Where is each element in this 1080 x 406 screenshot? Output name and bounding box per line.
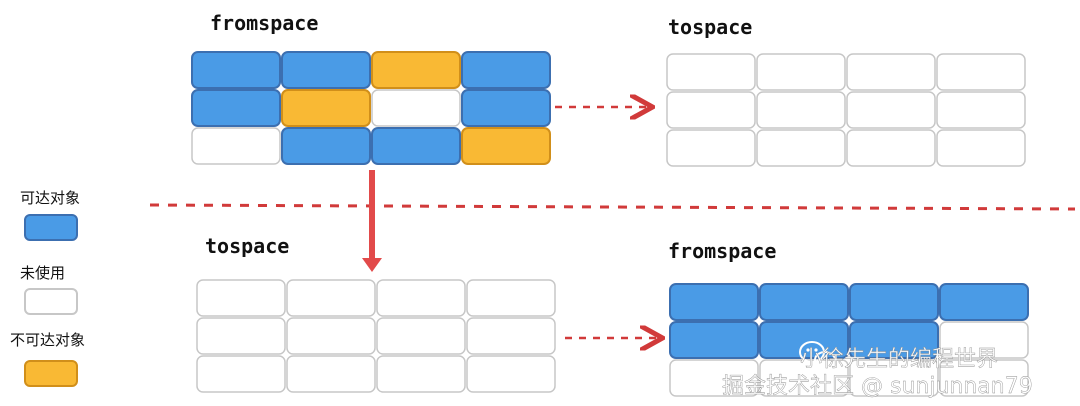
title-top-right: tospace xyxy=(668,15,752,39)
grid-tospace-before xyxy=(666,53,1026,167)
legend-label-reachable: 可达对象 xyxy=(20,189,80,207)
title-bottom-left: tospace xyxy=(205,234,289,258)
memory-cell-reachable xyxy=(191,51,281,89)
watermark: 小徐先生的编程世界 掘金技术社区 @ sunjunnan79 xyxy=(722,341,1033,399)
memory-cell-reachable xyxy=(849,321,939,359)
memory-cell-reachable xyxy=(281,127,371,165)
memory-cell-reachable xyxy=(759,283,849,321)
memory-cell-unused xyxy=(846,53,936,91)
memory-cell-unused xyxy=(666,129,756,167)
memory-cell-unused xyxy=(666,91,756,129)
memory-cell-unused xyxy=(669,359,759,397)
memory-cell-unused xyxy=(846,91,936,129)
memory-cell-unused xyxy=(939,321,1029,359)
memory-cell-unreachable xyxy=(461,127,551,165)
memory-cell-unused xyxy=(756,53,846,91)
memory-cell-unused xyxy=(939,359,1029,397)
grid-tospace-after xyxy=(196,279,556,393)
memory-cell-reachable xyxy=(371,127,461,165)
memory-cell-unused xyxy=(376,355,466,393)
memory-cell-reachable xyxy=(669,321,759,359)
wechat-icon xyxy=(799,341,836,369)
memory-cell-unused xyxy=(936,129,1026,167)
watermark-line1: 小徐先生的编程世界 xyxy=(800,347,998,372)
memory-cell-unreachable xyxy=(281,89,371,127)
memory-cell-unused xyxy=(936,53,1026,91)
title-top-left: fromspace xyxy=(210,11,318,35)
memory-cell-unused xyxy=(756,129,846,167)
memory-cell-unused xyxy=(196,279,286,317)
title-bottom-right: fromspace xyxy=(668,239,776,263)
memory-cell-reachable xyxy=(669,283,759,321)
watermark-line2: 掘金技术社区 @ sunjunnan79 xyxy=(722,374,1033,399)
memory-cell-reachable xyxy=(461,89,551,127)
memory-cell-unused xyxy=(196,317,286,355)
memory-cell-unused xyxy=(466,317,556,355)
memory-cell-unused xyxy=(666,53,756,91)
memory-cell-unused xyxy=(371,89,461,127)
legend-label-unused: 未使用 xyxy=(20,264,65,282)
memory-cell-unused xyxy=(286,317,376,355)
memory-cell-unreachable xyxy=(371,51,461,89)
grid-fromspace-after xyxy=(669,283,1029,397)
memory-cell-unused xyxy=(466,355,556,393)
memory-cell-unused xyxy=(756,91,846,129)
legend-swatch-reachable xyxy=(24,214,78,241)
memory-cell-unused xyxy=(849,359,939,397)
legend-label-unreachable: 不可达对象 xyxy=(10,331,85,349)
grid-fromspace-before xyxy=(191,51,551,165)
memory-cell-reachable xyxy=(939,283,1029,321)
memory-cell-unused xyxy=(466,279,556,317)
memory-cell-reachable xyxy=(759,321,849,359)
swap-arrow-down xyxy=(362,170,382,272)
memory-cell-unused xyxy=(846,129,936,167)
memory-cell-unused xyxy=(286,355,376,393)
memory-cell-unused xyxy=(191,127,281,165)
memory-cell-reachable xyxy=(461,51,551,89)
memory-cell-reachable xyxy=(191,89,281,127)
legend-swatch-unused xyxy=(24,288,78,315)
memory-cell-reachable xyxy=(849,283,939,321)
memory-cell-reachable xyxy=(281,51,371,89)
memory-cell-unused xyxy=(376,279,466,317)
legend-swatch-unreachable xyxy=(24,360,78,387)
memory-cell-unused xyxy=(286,279,376,317)
memory-cell-unused xyxy=(196,355,286,393)
section-divider xyxy=(149,203,1076,211)
memory-cell-unused xyxy=(376,317,466,355)
memory-cell-unused xyxy=(936,91,1026,129)
